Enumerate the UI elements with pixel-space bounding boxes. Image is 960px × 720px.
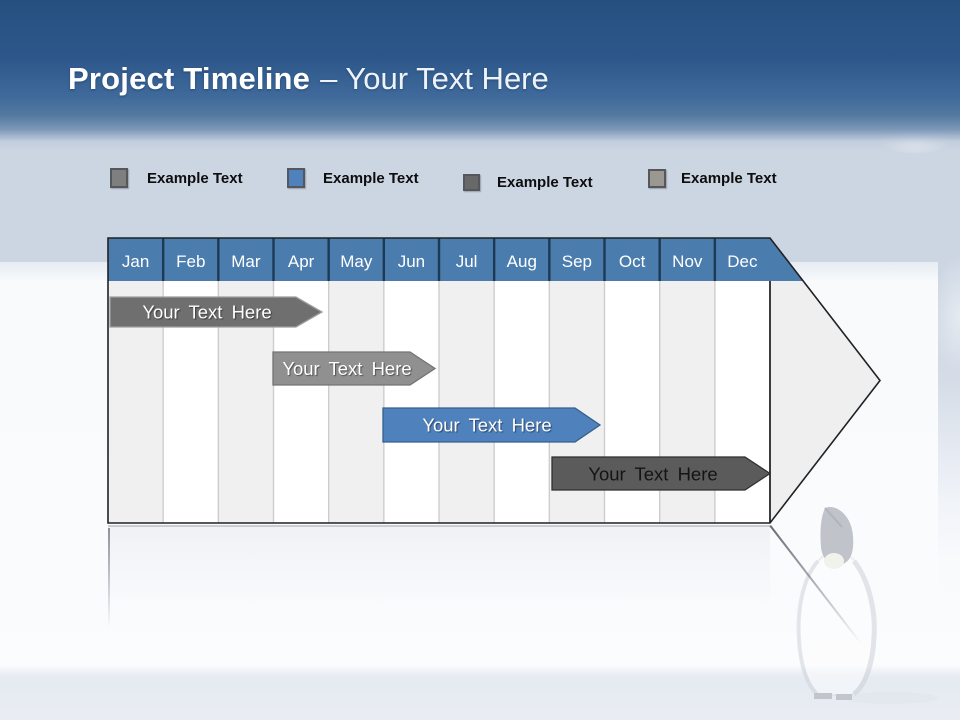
month-label-oct: Oct [619, 252, 646, 271]
task-bar-4-shape[interactable] [551, 456, 772, 491]
title-bar: Project Timeline – Your Text Here [0, 0, 960, 152]
snow-ground [0, 666, 960, 720]
legend-item-4[interactable]: Example Text [648, 166, 777, 190]
month-label-jul: Jul [456, 252, 478, 271]
month-label-jun: Jun [398, 252, 425, 271]
month-labels: Jan Feb Mar Apr May Jun Jul Aug Sep Oct … [122, 252, 758, 271]
penguin-beak [824, 507, 843, 528]
task-bar-3-label[interactable]: Your Text Here [422, 415, 551, 436]
task-bar-3-shape[interactable] [382, 407, 602, 443]
legend-label-3: Example Text [497, 173, 593, 191]
arrow-head-area [770, 281, 880, 523]
month-header-separators [161, 238, 717, 281]
title-placeholder[interactable]: – Your Text Here [320, 61, 549, 96]
month-label-apr: Apr [288, 252, 315, 271]
chart-left-reflection-line [108, 528, 110, 628]
month-header-band [108, 238, 804, 281]
task-bar-1-shape[interactable] [109, 296, 324, 328]
chart-reflection [108, 527, 770, 609]
legend-item-2[interactable]: Example Text [287, 166, 419, 190]
penguin-neck-patch [824, 553, 844, 569]
month-label-mar: Mar [231, 252, 261, 271]
timeline-outline [107, 237, 882, 524]
month-label-aug: Aug [507, 252, 537, 271]
penguin-left-wing [796, 559, 820, 695]
task-bar-2[interactable]: Your Text Here [272, 351, 437, 386]
penguin-right-wing [851, 559, 877, 696]
legend-label-1: Example Text [147, 169, 243, 187]
legend-item-1[interactable]: Example Text [110, 166, 243, 190]
month-label-dec: Dec [727, 252, 758, 271]
task-bar-1[interactable]: Your Text Here [109, 296, 324, 328]
month-label-feb: Feb [176, 252, 205, 271]
penguin-foot [836, 694, 852, 700]
legend-swatch-2 [287, 168, 305, 188]
legend-swatch-1 [110, 168, 128, 188]
month-label-may: May [340, 252, 373, 271]
task-bar-2-label[interactable]: Your Text Here [282, 358, 411, 379]
penguin-image [796, 506, 938, 704]
legend-swatch-3 [463, 173, 480, 191]
task-bar-4[interactable]: Your Text Here [551, 456, 772, 491]
title-main: Project Timeline [68, 61, 311, 96]
task-bar-4-label[interactable]: Your Text Here [588, 464, 717, 485]
legend-swatch-4 [648, 168, 666, 188]
penguin-shadow [842, 692, 938, 704]
month-label-jan: Jan [122, 252, 149, 271]
legend-label-4: Example Text [681, 169, 777, 187]
penguin-head [820, 506, 854, 566]
chart-bottom-reflection-line [108, 524, 770, 527]
month-label-nov: Nov [672, 252, 703, 271]
penguin-foot [814, 693, 832, 699]
legend-item-3[interactable]: Example Text [463, 170, 593, 194]
task-bar-1-label[interactable]: Your Text Here [142, 302, 271, 323]
page-title[interactable]: Project Timeline – Your Text Here [68, 58, 549, 100]
legend-label-2: Example Text [323, 169, 419, 187]
month-label-sep: Sep [562, 252, 592, 271]
timeline-chart[interactable]: Jan Feb Mar Apr May Jun Jul Aug Sep Oct … [107, 237, 882, 526]
task-bar-2-shape[interactable] [272, 351, 437, 386]
task-bar-3[interactable]: Your Text Here [382, 407, 602, 443]
